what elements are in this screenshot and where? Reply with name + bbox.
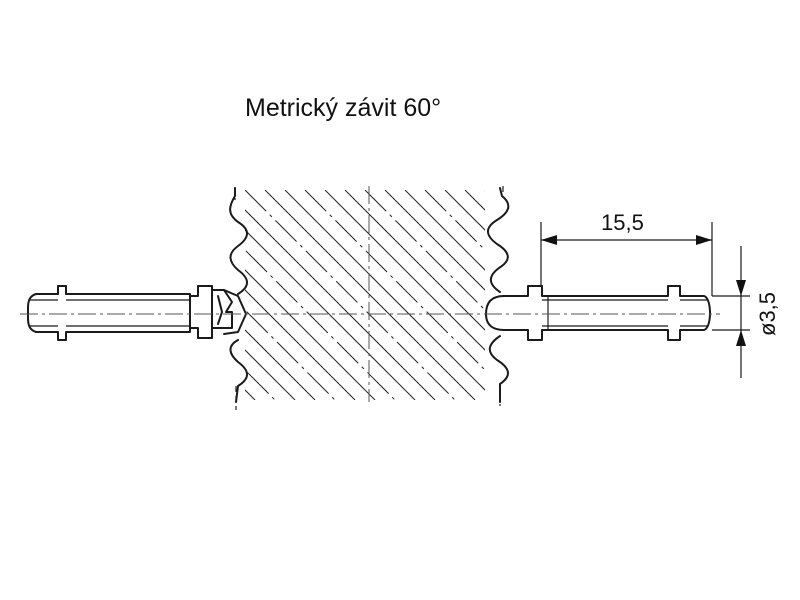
hatch-line xyxy=(284,190,485,391)
length-dimension-label: 15,5 xyxy=(601,210,644,235)
hatch-line xyxy=(404,190,485,271)
hatch-line xyxy=(245,190,456,400)
hatch-line xyxy=(245,289,356,400)
hatch-line xyxy=(304,190,485,371)
hatch-line xyxy=(245,269,376,400)
length-dimension xyxy=(540,222,713,296)
hatch-line xyxy=(245,209,436,400)
hatch-line xyxy=(384,190,485,291)
diameter-dimension xyxy=(712,246,750,378)
hatch-line xyxy=(245,229,416,400)
hatch-line xyxy=(444,190,485,231)
right-thread-profile xyxy=(487,187,510,403)
hatch-line xyxy=(344,190,485,331)
diameter-dimension-label: ø3,5 xyxy=(755,292,780,336)
hatch-line xyxy=(245,329,316,400)
diagram-title: Metrický závit 60° xyxy=(245,94,442,122)
hatch-line xyxy=(264,190,476,400)
hatch-line xyxy=(324,190,485,351)
hatch-line xyxy=(705,190,800,400)
hatch-line xyxy=(364,190,485,311)
hatch-line xyxy=(245,249,396,400)
left-thread-profile xyxy=(229,187,248,403)
right-measuring-pin xyxy=(485,285,711,341)
hatch-line xyxy=(424,190,485,251)
hatch-line xyxy=(245,349,296,400)
left-measuring-pin xyxy=(27,285,247,341)
hatched-wall xyxy=(245,190,800,400)
